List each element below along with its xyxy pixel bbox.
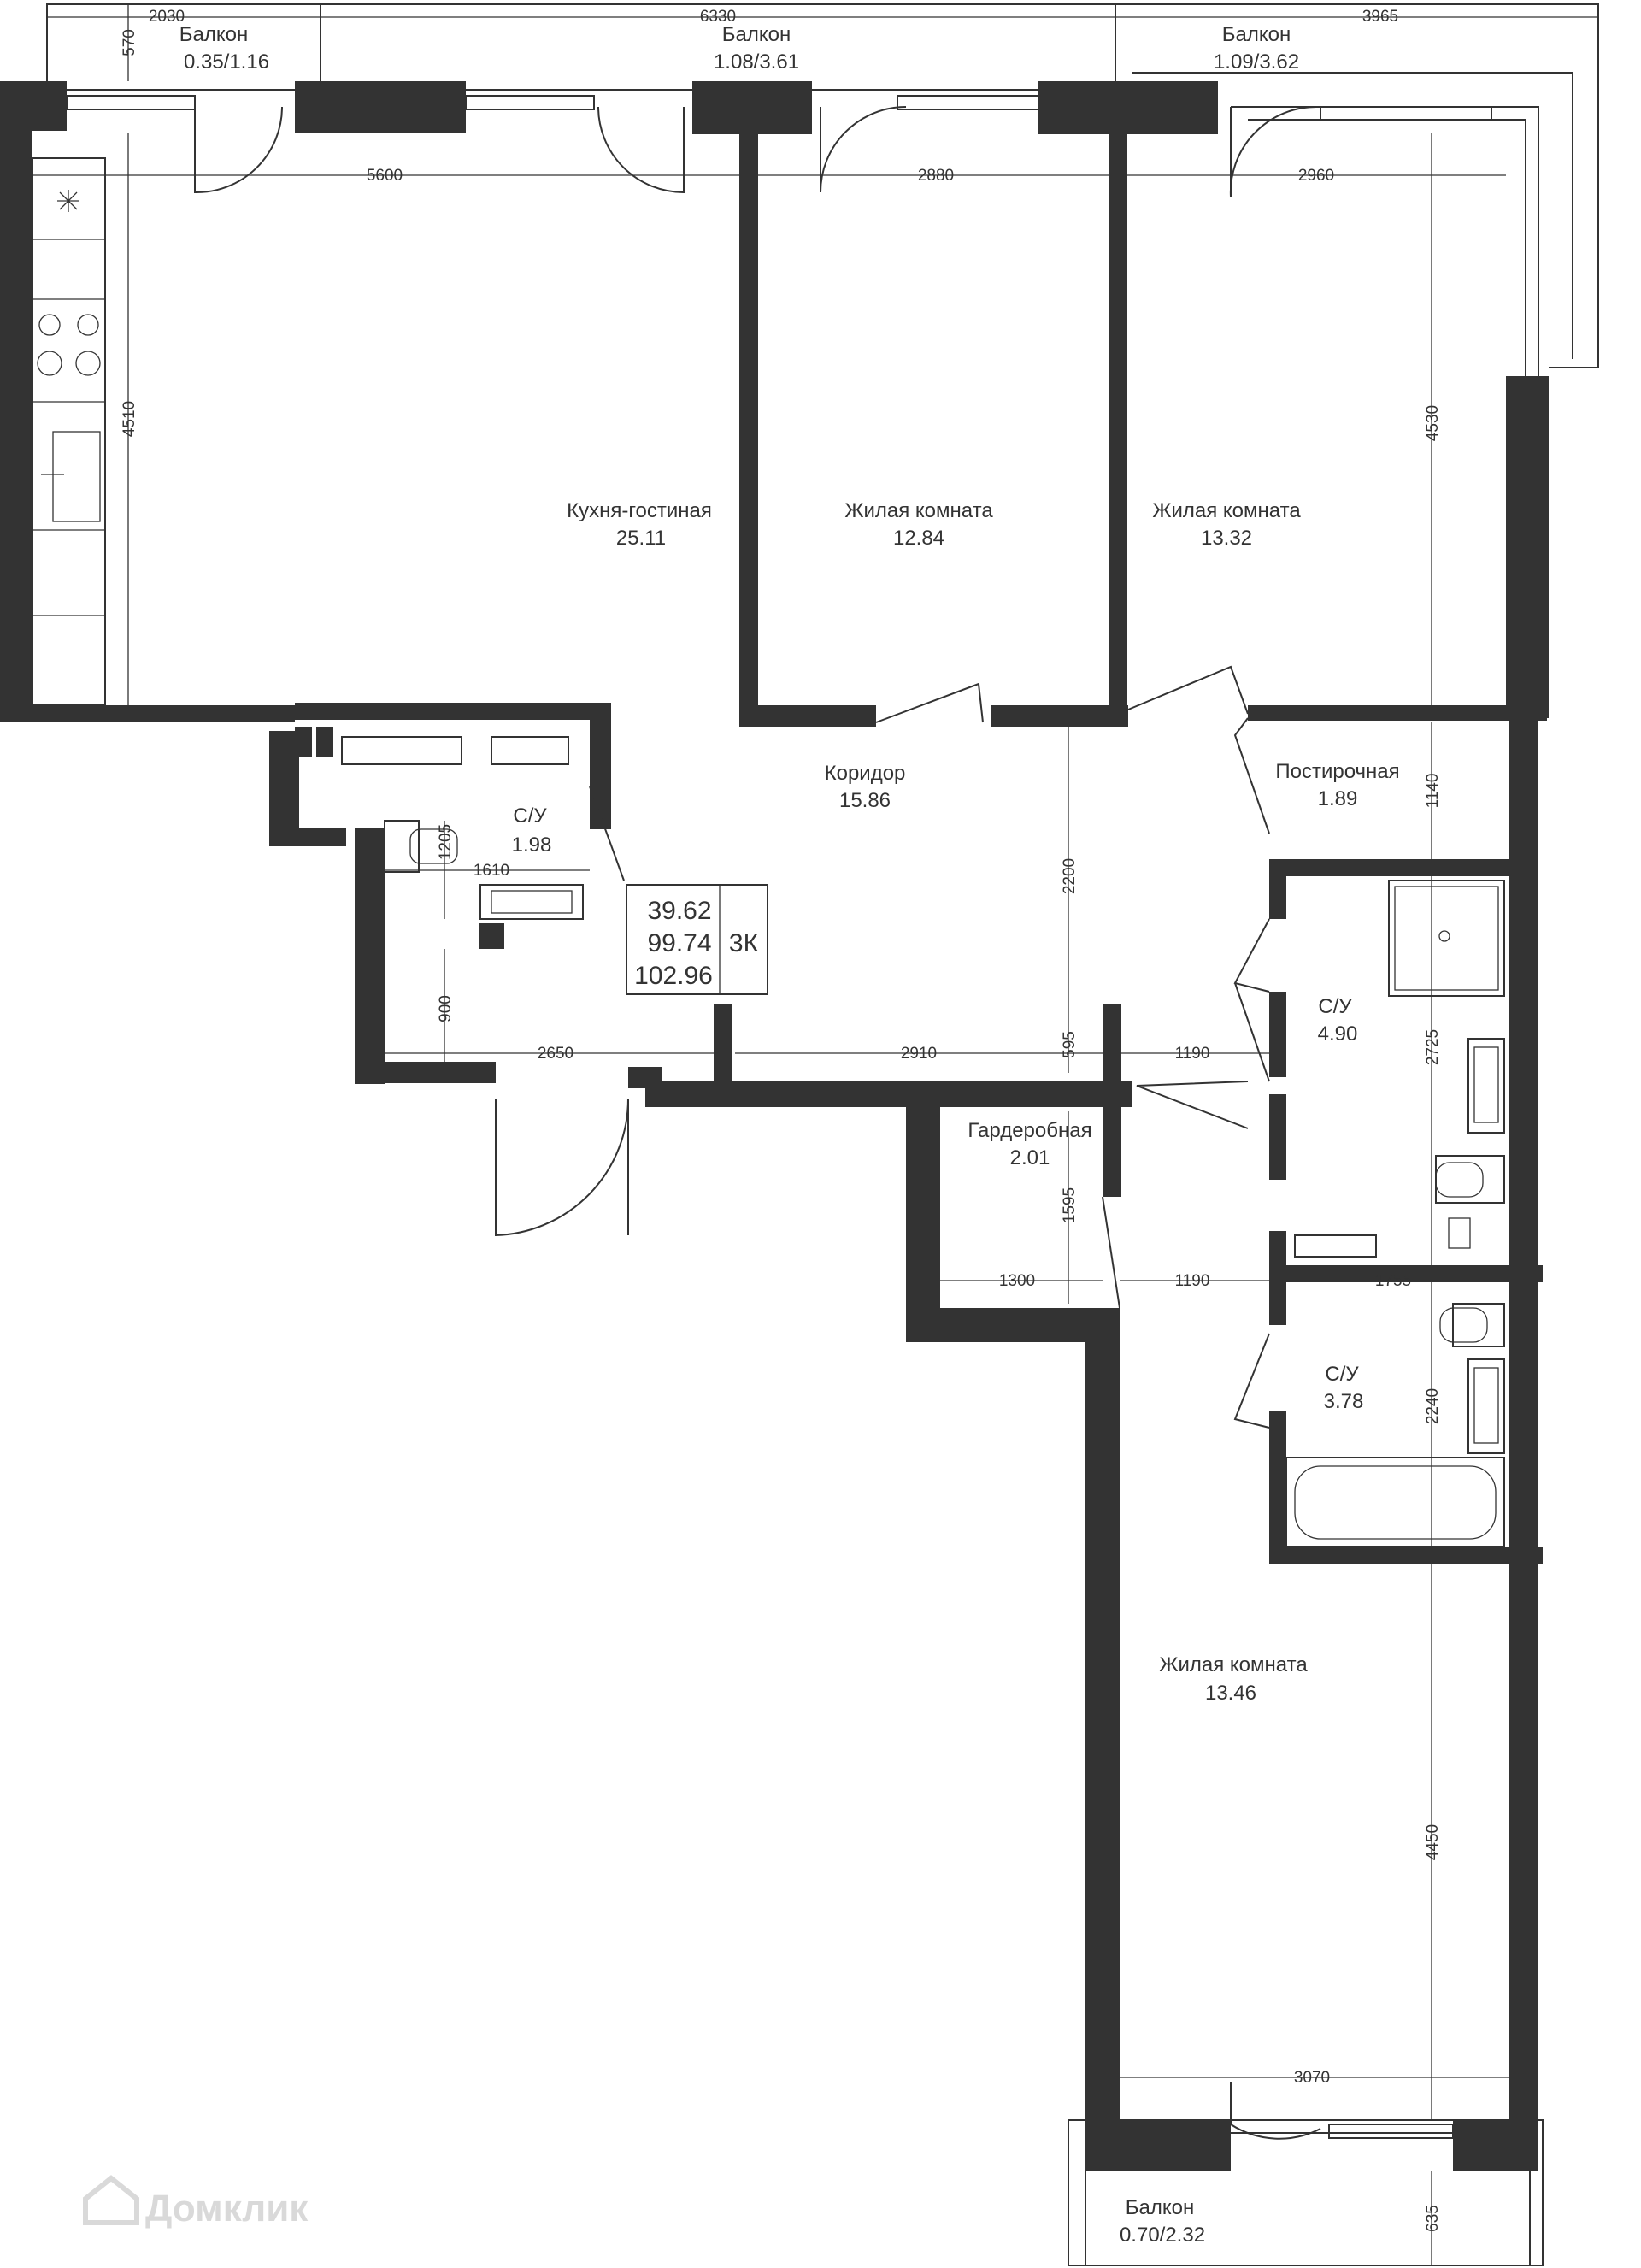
bedroom-2-area: 13.32	[1201, 527, 1252, 550]
dim-5600: 5600	[367, 167, 403, 185]
door-swings	[194, 105, 1321, 2140]
room-labels: Балкон 0.35/1.16 Балкон 1.08/3.61 Балкон…	[179, 23, 1400, 2247]
bath-big-area: 3.78	[1324, 1390, 1364, 1413]
balcony-4-name: Балкон	[1126, 2196, 1194, 2219]
bedroom-1-area: 12.84	[893, 527, 944, 550]
dim-595: 595	[1061, 1031, 1079, 1058]
dim-4510: 4510	[121, 401, 138, 437]
wardrobe-area: 2.01	[1010, 1146, 1050, 1169]
dim-2650: 2650	[538, 1045, 573, 1063]
kitchen-counter	[32, 157, 106, 706]
bath-fixtures	[384, 820, 1505, 1548]
wardrobe-name: Гардеробная	[968, 1119, 1091, 1142]
dim-1190b: 1190	[1175, 1272, 1210, 1290]
corridor-name: Коридор	[825, 762, 906, 785]
laundry-name: Постирочная	[1275, 760, 1399, 783]
dim-2030: 2030	[149, 8, 185, 26]
dim-570: 570	[121, 29, 138, 56]
dim-6330: 6330	[700, 8, 736, 26]
dim-1595: 1595	[1061, 1187, 1079, 1223]
watermark: Домклик	[83, 2175, 309, 2230]
bedroom-2-name: Жилая комната	[1152, 499, 1301, 522]
kitchen-area: 25.11	[616, 527, 666, 550]
dim-2880: 2880	[918, 167, 954, 185]
dim-2725: 2725	[1424, 1029, 1442, 1065]
balcony-1-name: Балкон	[179, 23, 248, 46]
dimension-labels: 2030 6330 3965 570 5600 2880 2960 4510 4…	[121, 8, 1442, 2232]
dim-2960: 2960	[1298, 167, 1334, 185]
total-area-with-balconies: 102.96	[634, 962, 713, 990]
dim-1205: 1205	[437, 824, 455, 860]
dim-635: 635	[1424, 2205, 1442, 2232]
dim-2240: 2240	[1424, 1388, 1442, 1424]
bedroom-1-name: Жилая комната	[844, 499, 993, 522]
bath-small-area: 1.98	[512, 834, 552, 857]
windows	[66, 95, 1492, 2139]
dim-3070: 3070	[1294, 2069, 1330, 2087]
bath-big-name: С/У	[1325, 1363, 1359, 1386]
corridor-area: 15.86	[839, 789, 891, 812]
balcony-3-area: 1.09/3.62	[1214, 50, 1299, 74]
kitchen-name: Кухня-гостиная	[567, 499, 712, 522]
dim-2910: 2910	[901, 1045, 937, 1063]
dim-1300: 1300	[999, 1272, 1035, 1290]
bath-mid-name: С/У	[1318, 995, 1352, 1018]
balcony-outlines	[46, 3, 1599, 2266]
balcony-2-area: 1.08/3.61	[714, 50, 799, 74]
bath-mid-area: 4.90	[1318, 1022, 1358, 1046]
balcony-1-area: 0.35/1.16	[184, 50, 269, 74]
dim-4450: 4450	[1424, 1824, 1442, 1860]
living-area: 39.62	[647, 897, 711, 925]
balcony-4-area: 0.70/2.32	[1120, 2224, 1205, 2247]
dim-900: 900	[437, 995, 455, 1022]
house-icon	[83, 2175, 139, 2225]
area-summary-box: 39.62 99.74 102.96 3К	[626, 884, 768, 995]
dim-4530: 4530	[1424, 405, 1442, 441]
bath-small-name: С/У	[513, 804, 547, 828]
balcony-2-name: Балкон	[722, 23, 791, 46]
apartment-type: 3К	[729, 929, 759, 957]
dim-1610: 1610	[473, 862, 509, 880]
laundry-area: 1.89	[1318, 787, 1358, 810]
dim-3965: 3965	[1362, 8, 1398, 26]
dim-1755: 1755	[1375, 1272, 1411, 1290]
watermark-text: Домклик	[145, 2188, 309, 2230]
dim-2200: 2200	[1061, 858, 1079, 894]
bedroom-3-area: 13.46	[1205, 1682, 1256, 1705]
total-area: 99.74	[647, 929, 711, 957]
bedroom-3-name: Жилая комната	[1159, 1653, 1308, 1676]
dim-1140: 1140	[1424, 774, 1442, 809]
dimension-lines	[32, 4, 1598, 2265]
walls	[0, 81, 1549, 2171]
dim-1190a: 1190	[1175, 1045, 1210, 1063]
balcony-3-name: Балкон	[1222, 23, 1291, 46]
